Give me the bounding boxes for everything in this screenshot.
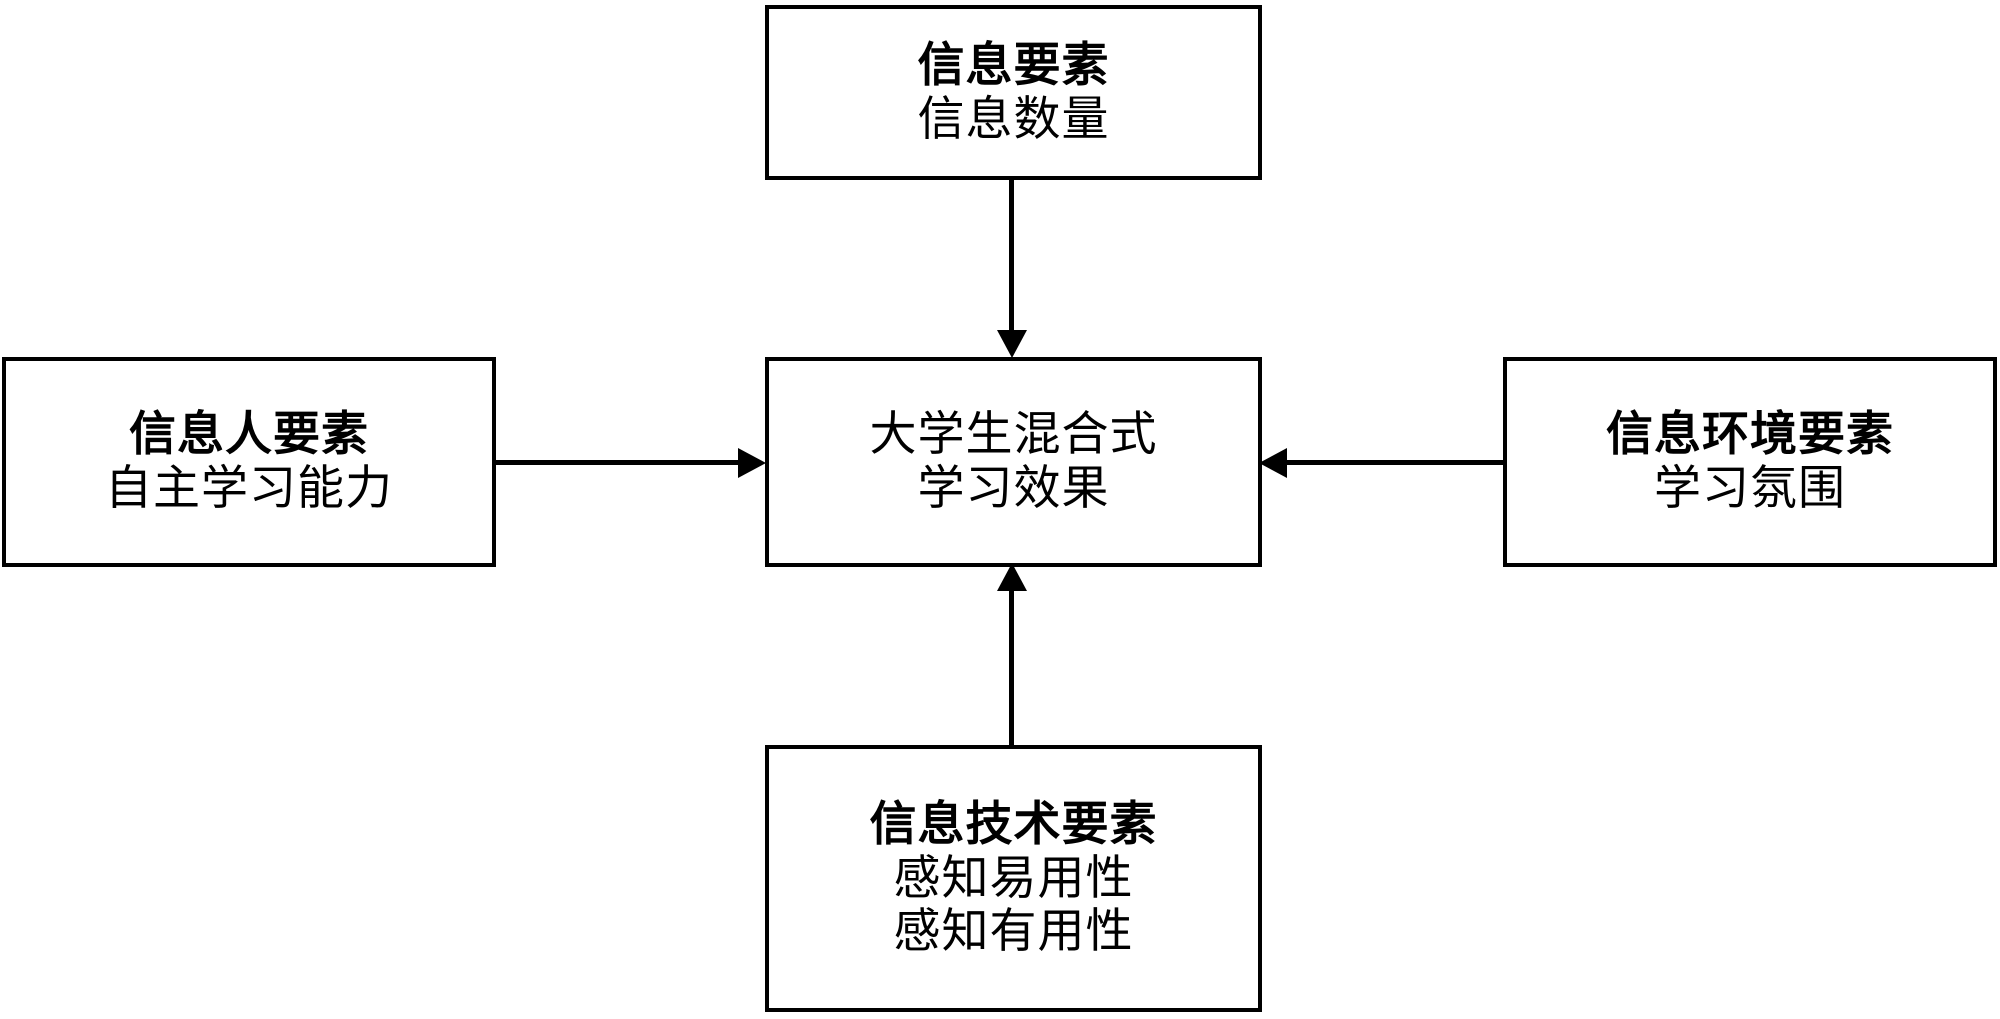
node-blended-learning-effect-item-0: 学习效果 bbox=[917, 461, 1110, 516]
arrow-left-icon bbox=[1259, 448, 1505, 478]
node-information-element-title: 信息要素 bbox=[917, 37, 1110, 93]
node-information-technology-element-title: 信息技术要素 bbox=[869, 797, 1158, 853]
node-information-technology-element-item-0: 感知易用性 bbox=[893, 850, 1134, 906]
arrow-shaft bbox=[1009, 589, 1014, 747]
node-information-environment-element[interactable]: 信息环境要素 学习氛围 bbox=[1503, 357, 1997, 567]
node-blended-learning-effect-title: 大学生混合式 bbox=[869, 407, 1158, 463]
arrow-head bbox=[997, 330, 1027, 358]
node-information-person-element-item-0: 自主学习能力 bbox=[105, 461, 393, 516]
node-information-element-item-0: 信息数量 bbox=[917, 91, 1110, 147]
node-information-environment-element-title: 信息环境要素 bbox=[1606, 407, 1894, 463]
arrow-shaft bbox=[1009, 178, 1014, 336]
node-information-person-element-title: 信息人要素 bbox=[129, 407, 369, 463]
node-information-person-element[interactable]: 信息人要素 自主学习能力 bbox=[2, 357, 496, 567]
node-information-technology-element-item-1: 感知有用性 bbox=[893, 904, 1134, 960]
arrow-up-icon bbox=[997, 563, 1027, 747]
arrow-head bbox=[997, 563, 1027, 591]
node-information-technology-element[interactable]: 信息技术要素 感知易用性 感知有用性 bbox=[765, 745, 1262, 1012]
arrow-down-icon bbox=[997, 178, 1027, 360]
node-information-environment-element-item-0: 学习氛围 bbox=[1654, 461, 1846, 516]
arrow-right-icon bbox=[494, 448, 768, 478]
node-information-element[interactable]: 信息要素 信息数量 bbox=[765, 5, 1262, 180]
arrow-head bbox=[738, 448, 766, 478]
arrow-shaft bbox=[1285, 460, 1505, 465]
node-blended-learning-effect[interactable]: 大学生混合式 学习效果 bbox=[765, 357, 1262, 567]
arrow-shaft bbox=[494, 460, 742, 465]
arrow-head bbox=[1259, 448, 1287, 478]
